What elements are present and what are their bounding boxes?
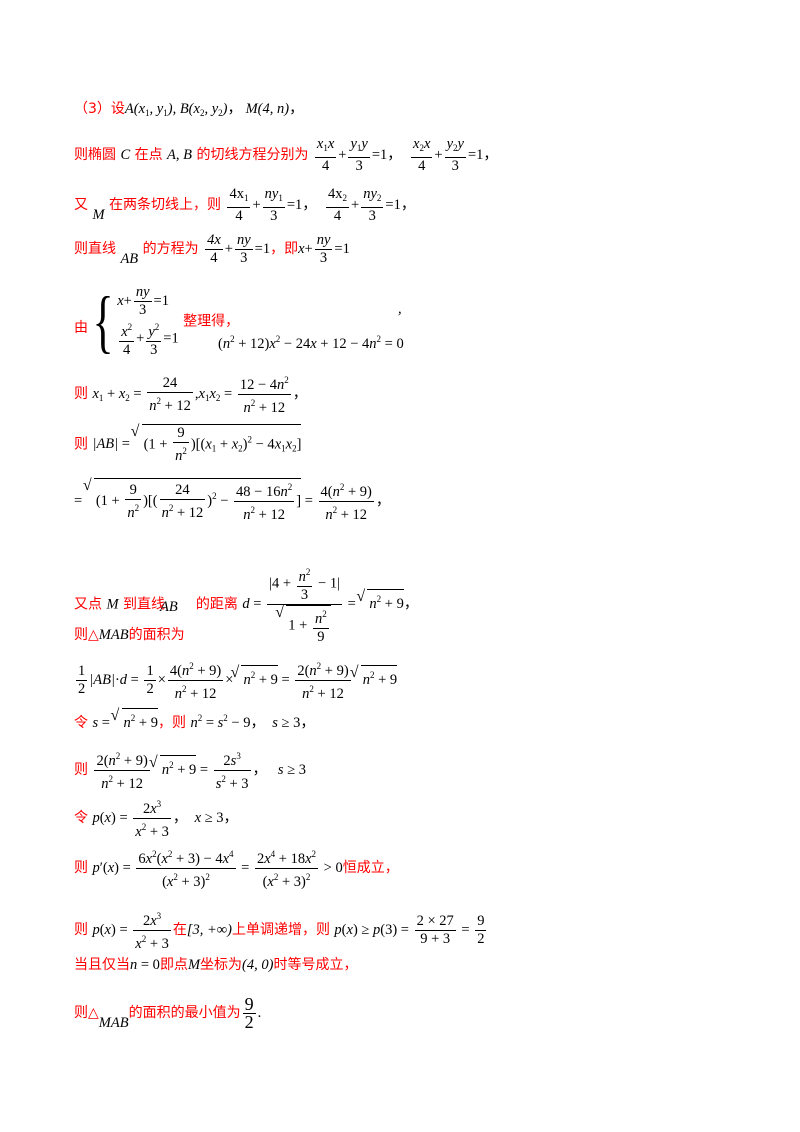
math-coord: (4, 0) <box>242 957 274 973</box>
label: 则直线 <box>74 240 116 257</box>
label: 在两条切线上，则 <box>109 196 221 213</box>
math-M: M <box>187 957 201 973</box>
math-chord: |AB| = (1 + 9n2)[(x1 + x2)2 − 4x1x2] <box>92 423 302 464</box>
math-M: M <box>106 596 119 613</box>
label: 则△ <box>74 627 99 643</box>
left-brace: { <box>92 281 114 360</box>
math-AB: AB <box>160 599 178 615</box>
line-equality: 当且仅当n = 0即点M坐标为(4, 0)时等号成立， <box>74 956 357 974</box>
label: 当且仅当 <box>74 957 130 973</box>
label: 到直线 <box>123 596 165 613</box>
label: 由 <box>74 319 88 336</box>
label: ，即 <box>270 240 299 257</box>
math-s: s = n2 + 9 <box>92 707 158 731</box>
line-area-formula: 12|AB|·d = 12×4(n2 + 9)n2 + 12×n2 + 9 = … <box>74 658 398 703</box>
label: 上单调递增，则 <box>231 921 330 938</box>
label: 的距离 <box>195 596 238 613</box>
label: 则 <box>74 436 88 453</box>
line-setup: （3）设A(x1, y1), B(x2, y2)， M(4, n)， <box>74 100 304 122</box>
label: 则 <box>74 385 88 402</box>
line-area-title: 则△MAB的面积为 <box>74 626 185 644</box>
line-substitution: 令 s = n2 + 9，则 n2 = s2 − 9， s ≥ 3， <box>74 707 315 732</box>
label: 坐标为 <box>200 957 243 973</box>
label: （3）设 <box>74 101 125 117</box>
label: 则 <box>74 761 88 778</box>
math-MAB: MAB <box>98 1014 129 1031</box>
label: ，则 <box>157 715 186 731</box>
line-AB-label: AB <box>160 598 178 616</box>
label: 令 <box>74 809 88 826</box>
label: 在点 <box>134 146 163 163</box>
math-s-relation: n2 = s2 − 9， s ≥ 3， <box>190 713 315 731</box>
comma: , <box>398 301 402 317</box>
label: 恒成立， <box>342 859 399 876</box>
label: 时等号成立， <box>273 957 358 973</box>
line-derivative: 则 p′(x) = 6x2(x2 + 3) − 4x4(x2 + 3)2 = 2… <box>74 846 399 891</box>
math-C: C <box>120 146 131 163</box>
label: 即点 <box>159 957 188 973</box>
label: 整理得， <box>183 313 240 330</box>
math-n0: n = 0 <box>130 957 160 973</box>
math-interval: [3, +∞) <box>186 921 232 938</box>
label: 又 <box>74 196 88 213</box>
label: 则 <box>74 921 88 938</box>
math-distance: d = |4 + n23 − 1|1 + n29 = n2 + 9， <box>242 567 418 645</box>
label: 在 <box>172 921 187 938</box>
label: 令 <box>74 715 88 731</box>
math-M: M <box>92 206 105 223</box>
math-AB: AB <box>120 250 139 267</box>
math-quadratic: (n2 + 12)x2 − 24x + 12 − 4n2 = 0 <box>218 334 404 352</box>
math-derivative: p′(x) = 6x2(x2 + 3) − 4x4(x2 + 3)2 = 2x4… <box>92 849 342 890</box>
math-area: 12|AB|·d = 12×4(n2 + 9)n2 + 12×n2 + 9 = … <box>74 661 398 702</box>
math-points: A(x1, y1), B(x2, y2)， M(4, n)， <box>124 101 304 118</box>
label: 的方程为 <box>142 240 199 257</box>
line-distance: 又点 M 到直线 的距离 d = |4 + n23 − 1|1 + n29 = … <box>74 564 418 646</box>
math-MAB: MAB <box>98 627 129 643</box>
label: 则椭圆 <box>74 146 116 163</box>
line-quadratic: (n2 + 12)x2 − 24x + 12 − 4n2 = 0 <box>218 330 404 353</box>
label: 又点 <box>74 596 102 613</box>
math-AB: A, B <box>167 146 192 163</box>
label: 的面积的最小值为 <box>128 1004 241 1021</box>
label: 则 <box>74 859 88 876</box>
label: 的切线方程分别为 <box>196 146 309 163</box>
label: 的面积为 <box>128 627 185 643</box>
line-chord-length: 则 |AB| = (1 + 9n2)[(x1 + x2)2 − 4x1x2] <box>74 423 302 465</box>
label: 则△ <box>74 1004 99 1021</box>
